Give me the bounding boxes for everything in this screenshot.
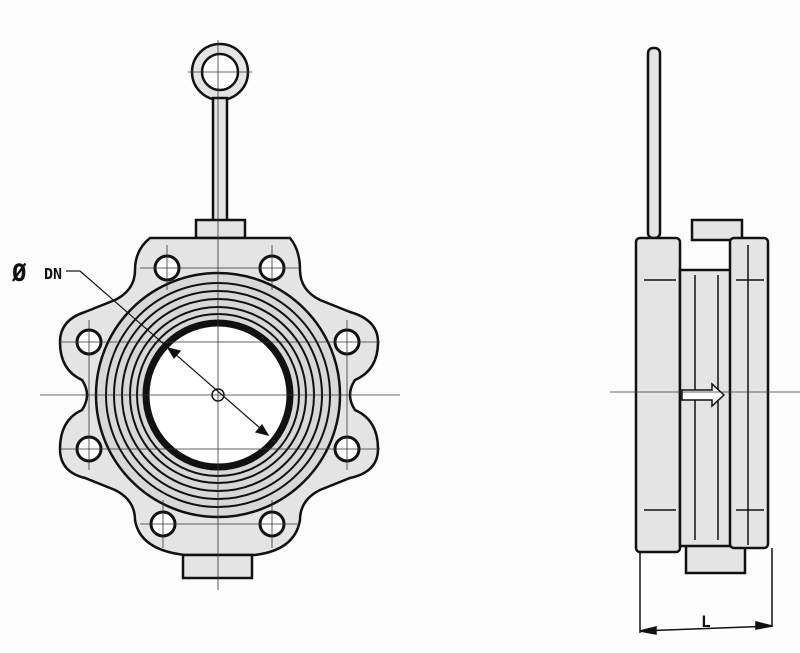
stem-nut	[194, 218, 247, 240]
bottom-boss	[181, 553, 254, 580]
stem	[211, 96, 229, 224]
length-dimension	[639, 548, 773, 635]
right-plate	[728, 236, 770, 550]
dn-leader	[66, 270, 270, 436]
centerlines	[40, 40, 400, 590]
center-disc	[678, 268, 734, 548]
side-stem	[646, 46, 662, 240]
diameter-label: DN	[44, 265, 62, 283]
diameter-symbol: Ø	[11, 259, 27, 287]
flow-arrow-icon	[681, 382, 726, 408]
front-view	[40, 40, 400, 590]
side-view	[610, 46, 800, 575]
left-plate	[634, 236, 682, 554]
length-label: L	[701, 612, 711, 631]
side-top-nut	[690, 218, 744, 242]
